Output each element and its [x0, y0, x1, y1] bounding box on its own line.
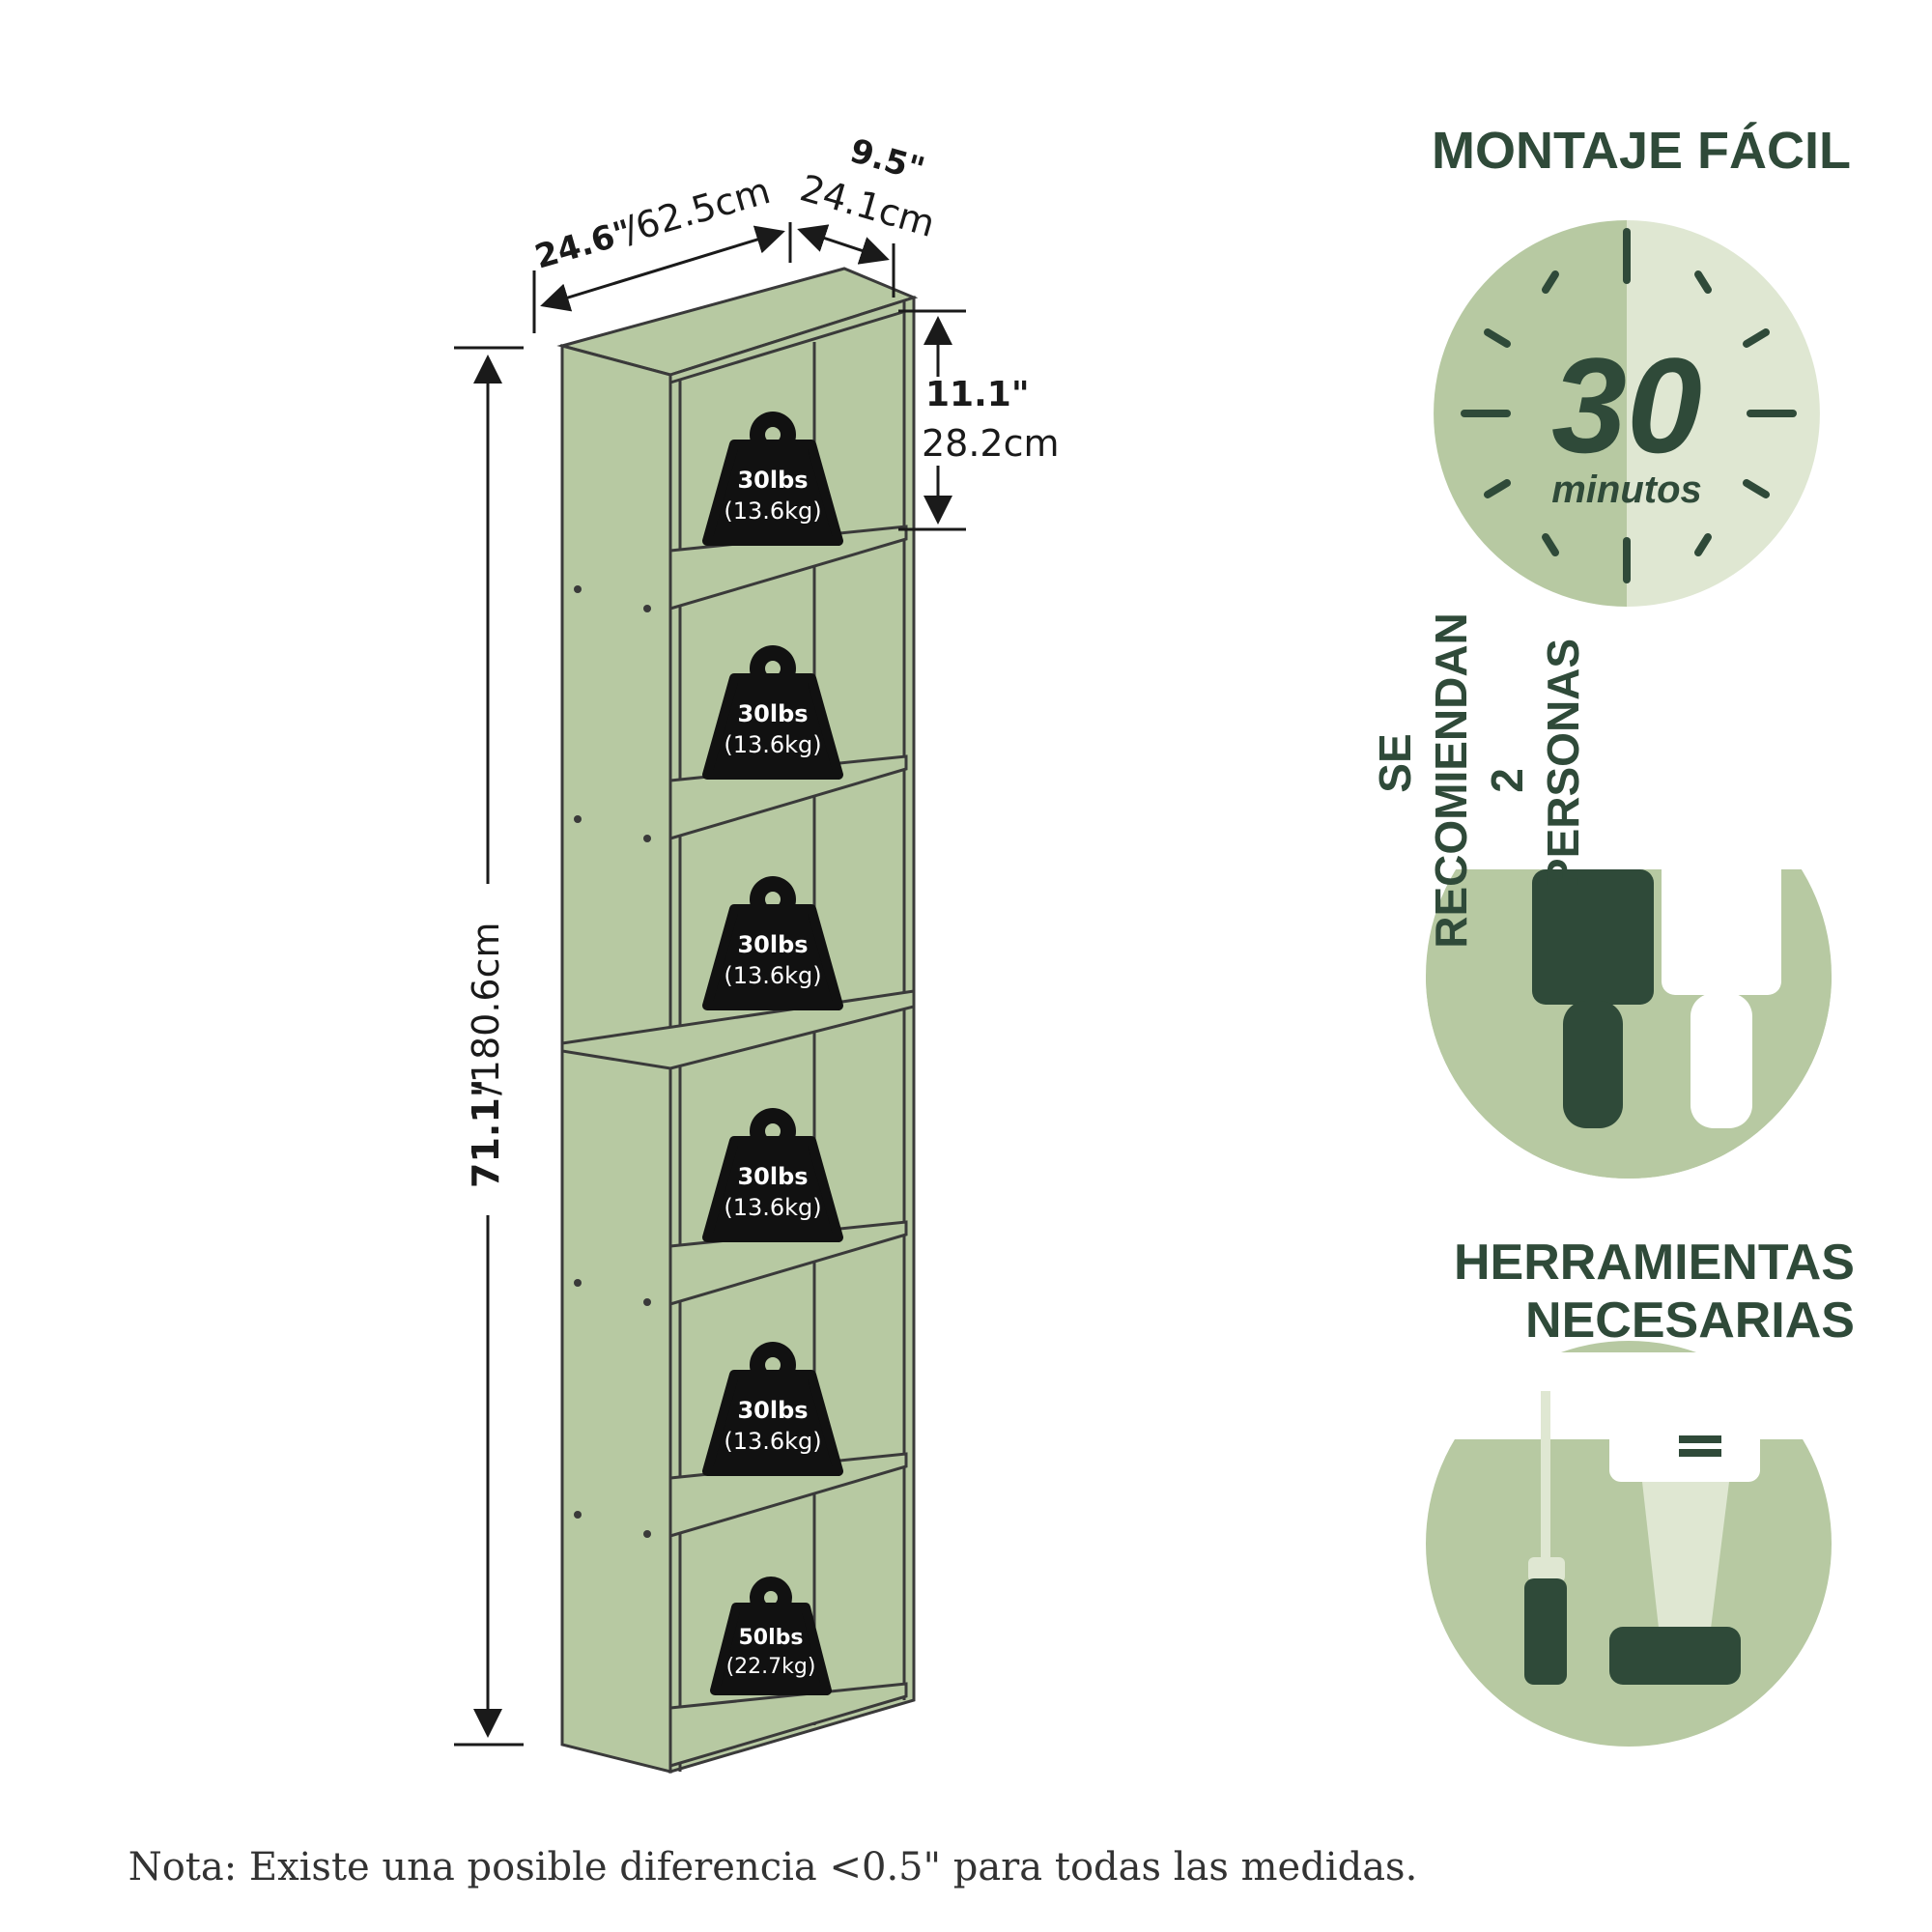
weight-tag-3: 30lbs (13.6kg) [702, 876, 843, 1010]
measurement-note: Nota: Existe una posible diferencia <0.5… [128, 1845, 1418, 1889]
people-text: SE RECOMIENDAN 2 PERSONAS [1370, 612, 1588, 949]
weight-lbs: 50lbs [739, 1626, 804, 1650]
weight-lbs: 30lbs [737, 1397, 808, 1424]
people-line-2: RECOMIENDAN [1426, 612, 1476, 949]
shelf-pegs [574, 585, 651, 1538]
people-icon [1420, 715, 1835, 1179]
height-in-label: 71.1" [465, 1078, 507, 1188]
weight-tag-6: 50lbs (22.7kg) [710, 1577, 832, 1695]
weight-kg: (13.6kg) [724, 962, 821, 989]
screwdriver-icon [1524, 1391, 1567, 1685]
weight-lbs: 30lbs [737, 467, 808, 494]
people-line-4: PERSONAS [1538, 639, 1588, 888]
assembly-title: MONTAJE FÁCIL [1432, 122, 1851, 180]
weight-tag-1: 30lbs (13.6kg) [702, 412, 843, 546]
tools-line-2: NECESARIAS [1525, 1293, 1855, 1349]
width-cm-label: /62.5cm [619, 169, 775, 251]
weight-lbs: 30lbs [737, 1163, 808, 1190]
weight-lbs: 30lbs [737, 700, 808, 727]
people-line-3: 2 [1482, 768, 1532, 793]
weight-tag-2: 30lbs (13.6kg) [702, 645, 843, 780]
minutes-value: 30 [1551, 329, 1702, 481]
weight-kg: (13.6kg) [724, 1194, 821, 1221]
people-line-1: SE [1370, 733, 1420, 792]
weight-tag-4: 30lbs (13.6kg) [702, 1108, 843, 1242]
weight-kg: (13.6kg) [724, 1428, 821, 1455]
minutes-label: minutos [1551, 469, 1702, 511]
width-in-label: 24.6" [530, 213, 636, 276]
weight-lbs: 30lbs [737, 931, 808, 958]
tools-icon [1420, 1341, 1835, 1747]
shelf-cm-label: 28.2cm [922, 422, 1060, 465]
weight-kg: (13.6kg) [724, 497, 821, 525]
weight-kg: (13.6kg) [724, 731, 821, 758]
shelf-in-label: 11.1" [925, 375, 1030, 414]
clock-icon: 30 minutos [1434, 220, 1820, 607]
bookcase-illustration: 30lbs (13.6kg) 30lbs (13.6kg) 30lbs (13.… [556, 267, 919, 1775]
height-cm-label: /180.6cm [465, 923, 507, 1096]
tools-line-1: HERRAMIENTAS [1454, 1235, 1855, 1291]
weight-kg: (22.7kg) [726, 1655, 816, 1679]
weight-tag-5: 30lbs (13.6kg) [702, 1342, 843, 1476]
dimension-lines [454, 222, 966, 1747]
drill-icon [1609, 1405, 1760, 1685]
